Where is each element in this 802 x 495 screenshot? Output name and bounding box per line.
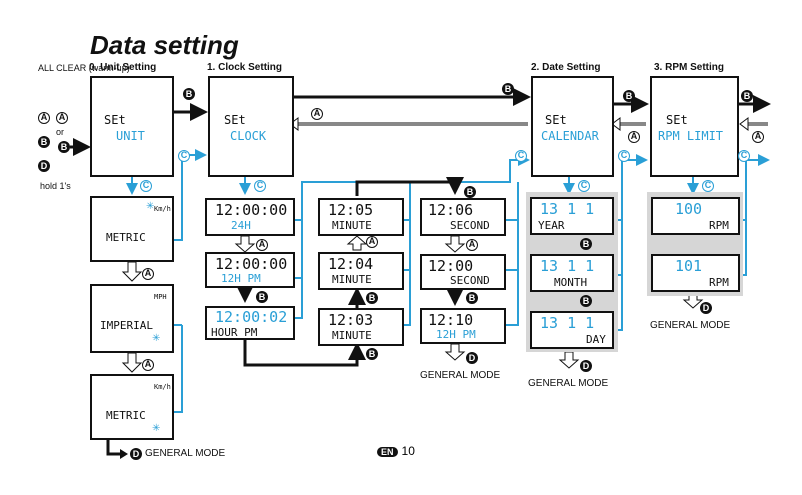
unit-main-screen: SEt UNIT (90, 76, 174, 177)
unit-imperial-screen: MPH IMPERIAL ✳ (90, 284, 174, 353)
button-d-badge: D (700, 302, 712, 314)
button-b-badge: B (183, 88, 195, 100)
section-unit-label: 0. Unit Setting (89, 62, 157, 73)
button-b-badge: B (741, 90, 753, 102)
button-b-badge: B (58, 141, 70, 153)
section-clock-label: 1. Clock Setting (207, 62, 283, 73)
section-rpm-label: 3. RPM Setting (654, 62, 725, 73)
clock-12h-screen: 12:00:00 12H PM (205, 252, 295, 288)
button-b-badge: B (464, 186, 476, 198)
second-screen-1: 12:06 SECOND (420, 198, 506, 236)
button-b-badge: B (580, 238, 592, 250)
rpm-main-screen: SEt RPM LIMIT (650, 76, 739, 177)
general-mode-label: GENERAL MODE (528, 378, 609, 389)
button-b-badge: B (580, 295, 592, 307)
button-b-badge: B (256, 291, 268, 303)
button-a-badge: A (256, 239, 268, 251)
clock-main-screen: SEt CLOCK (208, 76, 294, 177)
button-b-badge: B (466, 292, 478, 304)
blink-icon: ✳ (152, 423, 161, 434)
button-a-badge: A (752, 131, 764, 143)
button-c-badge: C (140, 180, 152, 192)
date-main-screen: SEt CALENDAR (531, 76, 614, 177)
button-a-badge: A (38, 112, 50, 124)
minute-screen-1: 12:05 MINUTE (318, 198, 404, 236)
button-b-badge: B (623, 90, 635, 102)
page-title: Data setting (90, 30, 239, 60)
button-a-badge: A (142, 268, 154, 280)
button-c-badge: C (578, 180, 590, 192)
general-mode-label: GENERAL MODE (420, 370, 501, 381)
button-d-badge: D (130, 448, 142, 460)
clock-hour-screen: 12:00:02 HOUR PM (205, 306, 295, 340)
clock-24h-screen: 12:00:00 24H (205, 198, 295, 236)
blink-icon: ✳ (146, 201, 155, 212)
button-b-badge: B (38, 136, 50, 148)
button-d-badge: D (580, 360, 592, 372)
blink-icon: ✳ (152, 333, 161, 344)
button-a-badge: A (142, 359, 154, 371)
general-mode-label: GENERAL MODE (145, 448, 226, 459)
button-c-badge: C (254, 180, 266, 192)
button-b-badge: B (366, 292, 378, 304)
button-a-badge: A (366, 236, 378, 248)
button-d-badge: D (466, 352, 478, 364)
section-date-label: 2. Date Setting (531, 62, 601, 73)
second-screen-3: 12:10 12H PM (420, 308, 506, 344)
button-c-badge: C (702, 180, 714, 192)
page-number: 10 (401, 444, 415, 458)
rpm-limit-screen-2: 101 RPM (651, 254, 740, 292)
minute-screen-3: 12:03 MINUTE (318, 308, 404, 346)
unit-metric-screen: Km/h METRIC ✳ (90, 196, 174, 262)
or-label: or (56, 127, 65, 137)
unit-metric-screen-2: Km/h METRIC ✳ (90, 374, 174, 440)
button-b-badge: B (366, 348, 378, 360)
button-c-badge: C (178, 150, 190, 162)
button-a-badge: A (466, 239, 478, 251)
language-badge: EN (377, 447, 398, 457)
button-b-badge: B (502, 83, 514, 95)
button-c-badge: C (738, 150, 750, 162)
button-a-badge: A (628, 131, 640, 143)
month-screen: 13 1 1 MONTH (530, 254, 614, 292)
button-c-badge: C (618, 150, 630, 162)
hold-label: hold 1's (40, 181, 71, 191)
button-a-badge: A (311, 108, 323, 120)
day-screen: 13 1 1 DAY (530, 311, 614, 349)
button-a-badge: A (56, 112, 68, 124)
minute-screen-2: 12:04 MINUTE (318, 252, 404, 290)
rpm-limit-screen-1: 100 RPM (651, 197, 740, 235)
second-screen-2: 12:00 SECOND (420, 254, 506, 290)
button-d-badge: D (38, 160, 50, 172)
year-screen: 13 1 1 YEAR (530, 197, 614, 235)
general-mode-label: GENERAL MODE (650, 320, 731, 331)
button-c-badge: C (515, 150, 527, 162)
all-clear-label: ALL CLEAR (warm-up) (38, 63, 130, 73)
